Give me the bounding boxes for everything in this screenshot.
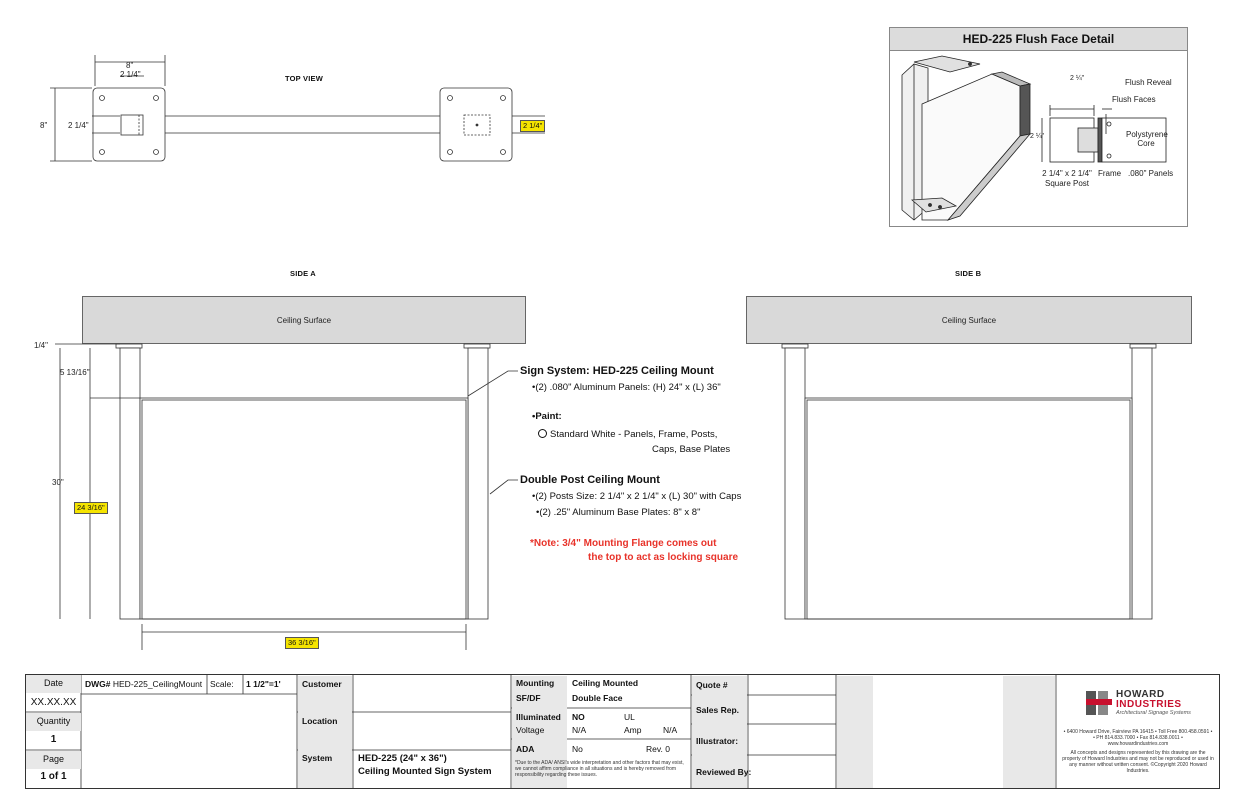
- amp-value: N/A: [663, 725, 678, 735]
- side-a-dim-panel-width: 36 3/16": [285, 637, 319, 649]
- illuminated-value: NO: [572, 712, 585, 722]
- voltage-label: Voltage: [516, 725, 545, 735]
- radio-circle-icon: [538, 429, 547, 438]
- top-view-dim-8-width: 8": [126, 61, 134, 70]
- location-label: Location: [302, 716, 338, 726]
- ada-label: ADA: [516, 744, 535, 754]
- side-a-drawing: [55, 343, 518, 650]
- page-label: Page: [42, 754, 65, 764]
- side-a-title: SIDE A: [290, 269, 316, 278]
- address-line-2: • PH 814.833.7000 • Fax 814.838.0011 •: [1093, 735, 1183, 741]
- side-b-drawing: [781, 343, 1157, 620]
- mounting-value: Ceiling Mounted: [572, 678, 639, 688]
- side-a-ceiling: Ceiling Surface: [82, 296, 526, 344]
- blank-gray-col-2: [1003, 676, 1055, 788]
- illustrator-label: Illustrator:: [696, 736, 739, 746]
- side-b-ceiling-label: Ceiling Surface: [941, 316, 997, 325]
- detail-post: 2 1/4" x 2 1/4" Square Post: [1042, 169, 1092, 188]
- scale-value: 1 1/2"=1': [246, 679, 281, 689]
- date-value: XX.XX.XX: [30, 697, 77, 708]
- detail-frame: Frame: [1098, 169, 1122, 178]
- title-block: Date XX.XX.XX Quantity 1 Page 1 of 1 DWG…: [25, 674, 1220, 789]
- ul-label: UL: [624, 712, 635, 722]
- note-line-1: *Note: 3/4" Mounting Flange comes out: [530, 538, 717, 549]
- sfdf-value: Double Face: [572, 693, 623, 703]
- side-b-title: SIDE B: [955, 269, 982, 278]
- mounting-label-col: [512, 676, 567, 788]
- dwg-label: DWG#: [85, 679, 111, 689]
- flush-face-detail-drawing: [901, 55, 1167, 221]
- detail-core: Polystyrene Core: [1126, 130, 1168, 148]
- spec-paint-line-2: Caps, Base Plates: [652, 444, 731, 455]
- quantity-value: 1: [50, 734, 57, 745]
- detail-title: HED-225 Flush Face Detail: [890, 28, 1187, 51]
- quantity-label: Quantity: [36, 716, 71, 726]
- dwg-number: DWG# HED-225_CeilingMount: [85, 679, 202, 689]
- sfdf-label: SF/DF: [516, 693, 541, 703]
- logo-bottom: INDUSTRIES: [1116, 699, 1182, 710]
- logo-mark-icon: [1086, 691, 1112, 715]
- top-view-dim-8-height: 8": [40, 121, 48, 130]
- side-a-dim-gap: 5 13/16": [60, 368, 90, 377]
- rev-label: Rev. 0: [646, 744, 670, 754]
- side-a-dim-panel-height: 24 3/16": [74, 502, 108, 514]
- side-a-dim-post-length: 30": [52, 478, 64, 487]
- blank-gray-col-1: [837, 676, 873, 788]
- dwg-value: HED-225_CeilingMount: [112, 679, 203, 689]
- spec-paint-label: •Paint:: [532, 411, 562, 422]
- amp-label: Amp: [624, 725, 642, 735]
- flush-face-detail-panel: HED-225 Flush Face Detail: [889, 27, 1188, 227]
- mounting-label: Mounting: [516, 678, 555, 688]
- detail-flush-faces: Flush Faces: [1112, 95, 1156, 104]
- howard-industries-logo: HOWARD INDUSTRIES Architectural Signage …: [1086, 685, 1196, 721]
- top-view-dim-2-25: 2 1/4": [120, 70, 141, 79]
- spec-base-plates: •(2) .25" Aluminum Base Plates: 8" x 8": [536, 507, 701, 518]
- spec-paint-line-1-text: Standard White - Panels, Frame, Posts,: [550, 429, 718, 440]
- address-line-1: • 6400 Howard Drive, Fairview PA 16415 •…: [1063, 729, 1213, 735]
- page-label-cell: [26, 751, 81, 769]
- illuminated-label: Illuminated: [516, 712, 561, 722]
- customer-label-col: [298, 676, 352, 788]
- ada-disclaimer: *Due to the ADA/ ANSI's wide interpretat…: [515, 760, 684, 778]
- page-value: 1 of 1: [40, 771, 67, 782]
- quote-label-col: [692, 676, 747, 788]
- scale-label: Scale:: [210, 679, 234, 689]
- spec-heading-sign-system: Sign System: HED-225 Ceiling Mount: [520, 365, 714, 377]
- quantity-label-cell: [26, 713, 81, 731]
- detail-flush-reveal: Flush Reveal: [1125, 78, 1172, 87]
- note-line-2: the top to act as locking square: [588, 552, 739, 563]
- top-view-dim-post-right: 2 1/4": [520, 120, 546, 132]
- logo-tagline: Architectural Signage Systems: [1116, 710, 1191, 716]
- spec-heading-double-post: Double Post Ceiling Mount: [520, 474, 660, 486]
- system-value-2: Ceiling Mounted Sign System: [358, 766, 492, 777]
- side-a-ceiling-label: Ceiling Surface: [276, 316, 332, 325]
- detail-panels: .080" Panels: [1128, 169, 1174, 178]
- quote-label: Quote #: [696, 680, 728, 690]
- system-label: System: [302, 753, 333, 763]
- voltage-value: N/A: [572, 725, 587, 735]
- top-view-drawing: [50, 55, 545, 162]
- side-a-dim-flange: 1/4": [34, 341, 48, 350]
- address-line-3: www.howardindustries.com: [1107, 741, 1169, 747]
- date-label-cell: [26, 675, 81, 693]
- spec-posts: •(2) Posts Size: 2 1/4" x 2 1/4" x (L) 3…: [532, 491, 742, 502]
- system-value-1: HED-225 (24" x 36"): [358, 753, 447, 764]
- detail-dim-side: 2 ¼": [1030, 133, 1045, 140]
- date-label: Date: [43, 678, 63, 688]
- spec-paint-line-1: Standard White - Panels, Frame, Posts,: [538, 429, 717, 440]
- sales-rep-label: Sales Rep.: [696, 705, 739, 715]
- ada-value: No: [572, 744, 583, 754]
- top-view-dim-post-left: 2 1/4": [68, 121, 89, 130]
- side-b-ceiling: Ceiling Surface: [746, 296, 1192, 344]
- legal-notice: All concepts and designs represented by …: [1062, 750, 1214, 774]
- reviewed-by-label: Reviewed By:: [696, 767, 752, 777]
- spec-panels: •(2) .080" Aluminum Panels: (H) 24" x (L…: [532, 382, 721, 393]
- top-view-title: TOP VIEW: [285, 74, 323, 83]
- logo-top: HOWARD: [1116, 689, 1165, 700]
- customer-label: Customer: [302, 679, 342, 689]
- detail-dim-top: 2 ¼": [1070, 75, 1085, 82]
